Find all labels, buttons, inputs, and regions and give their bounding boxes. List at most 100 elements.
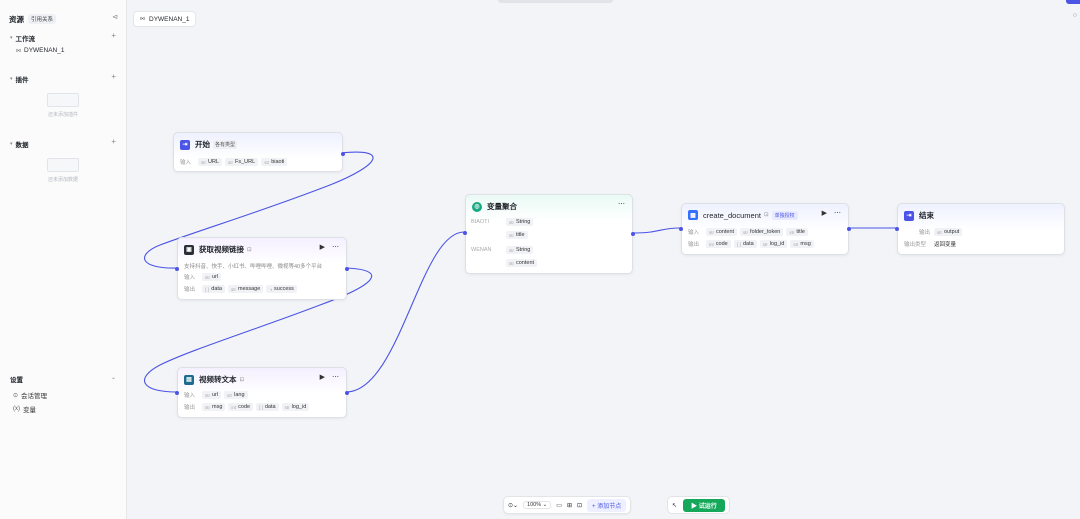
minimap-icon[interactable]: ⊞ [566, 502, 572, 509]
more-icon[interactable]: ⋯ [332, 374, 339, 381]
publish-button[interactable] [1066, 0, 1080, 4]
output-port[interactable] [345, 391, 349, 395]
start-icon: ⇥ [180, 139, 190, 150]
node-actions: ▶ ⋯ [822, 209, 841, 217]
settings-item-sessions[interactable]: ⊙ 会话管理 [13, 390, 48, 401]
section-data-label: 数据 [15, 142, 29, 149]
node-description: 支持抖音、快手、小红书、哔哩哔哩、微视等40多个平台 [184, 264, 323, 270]
run-toolbar: ↖ ▶ 试运行 [667, 496, 730, 514]
canvas-workflow-tab[interactable]: ⋈ DYWENAN_1 [133, 11, 197, 27]
add-data-icon[interactable]: + [111, 137, 116, 146]
workflow-item-label: DYWENAN_1 [24, 47, 65, 54]
more-icon[interactable]: ⋯ [332, 244, 339, 251]
param-name: data [211, 286, 222, 292]
output-port[interactable] [847, 227, 851, 231]
relation-pill[interactable]: 引用关系 [28, 14, 57, 24]
output-port[interactable] [631, 232, 635, 236]
add-workflow-icon[interactable]: + [111, 31, 116, 40]
input-port[interactable] [463, 231, 467, 235]
run-node-icon[interactable]: ▶ [821, 210, 827, 217]
param-name: biaoti [271, 159, 285, 165]
param-tag: { }data [202, 285, 225, 293]
inputs-label: 输入 [180, 160, 192, 166]
node-header: ▦ create_document ⊡ 单独授权 [688, 210, 798, 220]
workflow-item[interactable]: ⋈ DYWENAN_1 [16, 47, 64, 54]
more-icon[interactable]: ⋯ [618, 201, 625, 208]
param-name: title [516, 232, 525, 238]
section-settings[interactable]: 设置 ⌄ [10, 374, 118, 384]
chat-icon: ⊙ [13, 392, 19, 399]
param-name: url [212, 274, 219, 280]
collapse-sidebar-icon[interactable]: ⊲ [112, 14, 118, 21]
auth-badge[interactable]: 单独授权 [771, 210, 798, 220]
workflow-icon: ⋈ [140, 16, 145, 22]
test-run-button[interactable]: ▶ 试运行 [683, 498, 725, 512]
input-port[interactable] [895, 227, 899, 231]
fit-view-icon[interactable]: ⊡ [576, 502, 583, 509]
node-actions: ▶ ⋯ [320, 243, 339, 251]
run-node-icon[interactable]: ▶ [319, 374, 325, 381]
add-plugin-icon[interactable]: + [111, 72, 116, 81]
section-data[interactable]: ▾ 数据 + [10, 137, 118, 149]
resource-sidebar: 资源 引用关系 ⊲ ▾ 工作流 + ⋈ DYWENAN_1 ▾ 插件 + 还未添… [0, 0, 127, 519]
search-icon[interactable]: ○ [1072, 12, 1077, 19]
section-workflow[interactable]: ▾ 工作流 + [10, 31, 118, 43]
node-header: ⇥ 开始 各有类型 [180, 139, 238, 150]
edge-merge-to-createdoc [632, 227, 681, 234]
debug-icon[interactable]: ↖ [672, 502, 678, 509]
mouse-mode-icon[interactable]: ⊙⌄ [508, 502, 519, 509]
param-name: code [238, 404, 251, 410]
node-title: 变量聚合 [487, 202, 517, 211]
answer-label: 输出类型 [904, 242, 927, 248]
input-port[interactable] [175, 267, 179, 271]
run-node-icon[interactable]: ▶ [319, 244, 325, 251]
outputs-label: 输出 [688, 242, 700, 248]
comment-icon[interactable]: ▭ [556, 502, 562, 509]
node-header: ▤ 视频转文本 ⊡ [184, 374, 244, 385]
node-title: 获取视频链接 [199, 245, 244, 254]
node-header: ▣ 获取视频链接 ⊡ [184, 244, 252, 255]
param-name: output [944, 229, 960, 235]
zoom-select[interactable]: 100% ⌄ [523, 501, 552, 509]
input-port[interactable] [175, 391, 179, 395]
settings-item-variables[interactable]: (x) 变量 [13, 404, 36, 414]
section-plugins[interactable]: ▾ 插件 + [10, 72, 118, 84]
outputs-label: 输出 [184, 287, 196, 293]
add-node-button[interactable]: + 添加节点 [587, 498, 627, 512]
settings-item-label: 会话管理 [21, 393, 48, 400]
top-tab-switcher[interactable] [498, 0, 613, 3]
param-name: log_id [769, 241, 785, 247]
plugins-empty: 还未添加插件 [0, 93, 126, 118]
data-empty-text: 还未添加数据 [47, 177, 78, 183]
empty-placeholder-icon [47, 158, 79, 172]
section-workflow-label: 工作流 [15, 36, 36, 43]
node-title: 视频转文本 [199, 375, 237, 384]
param-type: String [516, 247, 531, 253]
chevron-down-icon: ▾ [10, 35, 13, 41]
group-name: BIAOTI [471, 219, 490, 225]
empty-placeholder-icon [47, 93, 79, 107]
param-name: data [264, 404, 276, 410]
chevron-down-icon[interactable]: ⌄ [110, 375, 116, 381]
node-get-video-link[interactable]: ▣ 获取视频链接 ⊡ ▶ ⋯ 支持抖音、快手、小红书、哔哩哔哩、微视等40多个平… [175, 237, 349, 300]
output-port[interactable] [345, 267, 349, 271]
param-type: String [516, 219, 531, 225]
output-port[interactable] [341, 152, 345, 156]
param-name: log_id [291, 404, 307, 410]
input-port[interactable] [679, 227, 683, 231]
more-icon[interactable]: ⋯ [834, 210, 841, 217]
